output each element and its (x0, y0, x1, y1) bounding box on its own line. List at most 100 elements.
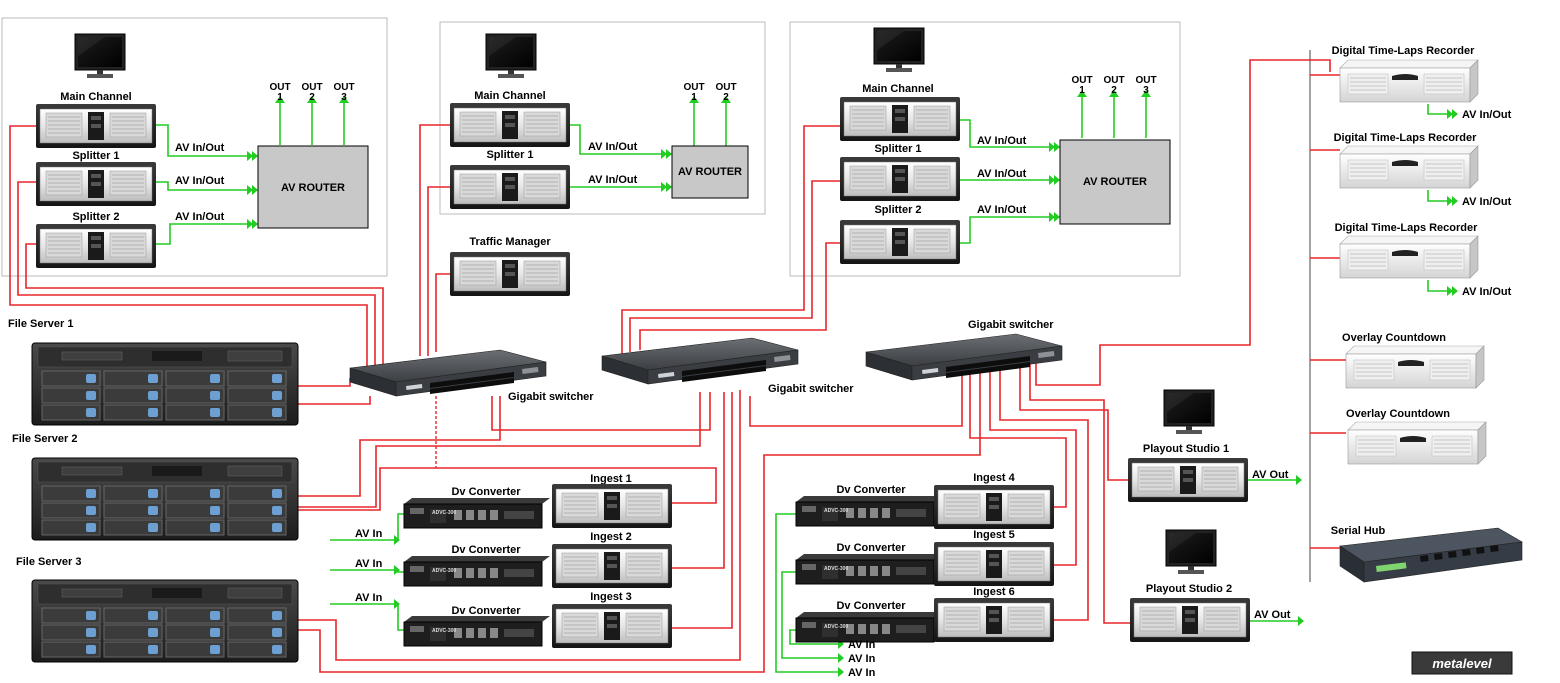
av-router-label: AV ROUTER (281, 182, 345, 194)
ingest-3-server[interactable] (551, 603, 673, 649)
recorder-1[interactable] (1339, 59, 1479, 103)
ingest-6-server[interactable] (933, 597, 1055, 643)
ingest-5-server[interactable] (933, 541, 1055, 587)
out-number: 2 (1111, 85, 1117, 96)
splitter-2-server[interactable] (35, 223, 157, 269)
dv-converter-6[interactable] (795, 611, 943, 643)
converter-badge: ADVC-300 (432, 628, 456, 634)
metalevel-logo: metalevel (1411, 651, 1513, 675)
file-server-1-label: File Server 1 (8, 318, 73, 330)
converter-badge: ADVC-300 (432, 568, 456, 574)
av-in-label: AV In (355, 528, 383, 540)
out-label: OUT (333, 82, 354, 93)
av-router-box[interactable] (257, 145, 369, 229)
main-channel-server[interactable] (35, 103, 157, 149)
converter-badge: ADVC-300 (432, 510, 456, 516)
dv-converter-label: Dv Converter (451, 486, 521, 498)
out-label: OUT (1135, 75, 1156, 86)
ingest-1-label: Ingest 1 (590, 473, 632, 485)
channel-group-1: Main Channel Splitter 1 Splitter 2 AV In… (35, 33, 369, 269)
av-link-label: AV In/Out (175, 211, 225, 223)
main-channel-server[interactable] (839, 96, 961, 142)
out-number: 3 (1143, 85, 1149, 96)
main-channel-server[interactable] (449, 102, 571, 148)
recorder-3-label: Digital Time-Laps Recorder (1335, 222, 1479, 234)
av-in-label: AV In (355, 558, 383, 570)
av-link-label: AV In/Out (588, 141, 638, 153)
channel-group-frame-3 (789, 21, 1181, 277)
av-cables (156, 96, 1452, 673)
file-server-3[interactable] (31, 579, 299, 663)
out-number: 1 (277, 92, 283, 103)
av-router-box[interactable] (671, 145, 749, 199)
converter-badge: ADVC-300 (824, 566, 848, 572)
splitter-1-label: Splitter 1 (874, 143, 921, 155)
dv-converter-label: Dv Converter (836, 600, 906, 612)
traffic-manager-server[interactable] (449, 251, 571, 297)
out-label: OUT (715, 82, 736, 93)
main-channel-label: Main Channel (862, 83, 934, 95)
channel-group-frame-1 (1, 17, 388, 277)
monitor-icon (1165, 529, 1217, 575)
overlay-countdown-1[interactable] (1345, 345, 1485, 389)
playout-studio-2-label: Playout Studio 2 (1146, 583, 1232, 595)
dv-converter-3[interactable] (403, 615, 551, 647)
recorder-io-label: AV In/Out (1462, 286, 1512, 298)
dv-converter-4[interactable] (795, 495, 943, 527)
splitter-1-server[interactable] (839, 156, 961, 202)
splitter-1-server[interactable] (449, 164, 571, 210)
splitter-2-server[interactable] (839, 219, 961, 265)
dv-converter-1[interactable] (403, 497, 551, 529)
ingest-5-label: Ingest 5 (973, 529, 1015, 541)
dv-converter-label: Dv Converter (451, 605, 521, 617)
out-number: 1 (691, 92, 697, 103)
av-link-label: AV In/Out (977, 204, 1027, 216)
serial-hub-device[interactable] (1339, 527, 1523, 583)
splitter-1-server[interactable] (35, 161, 157, 207)
monitor-icon (1163, 389, 1215, 435)
ingest-1-server[interactable] (551, 483, 673, 529)
overlay-1-label: Overlay Countdown (1342, 332, 1446, 344)
av-link-label: AV In/Out (977, 168, 1027, 180)
playout-studio-1-server[interactable] (1127, 457, 1249, 503)
av-router-label: AV ROUTER (678, 166, 742, 178)
out-label: OUT (269, 82, 290, 93)
av-in-label: AV In (848, 667, 876, 679)
file-server-1[interactable] (31, 342, 299, 426)
dv-converter-5[interactable] (795, 553, 943, 585)
gigabit-switch-1[interactable] (349, 349, 547, 397)
file-server-3-label: File Server 3 (16, 556, 81, 568)
dv-converter-label: Dv Converter (836, 484, 906, 496)
recorder-2[interactable] (1339, 145, 1479, 189)
gigabit-switch-3[interactable] (865, 333, 1063, 381)
logo-text: metalevel (1432, 656, 1492, 671)
recorder-3[interactable] (1339, 235, 1479, 279)
av-out-label: AV Out (1254, 609, 1291, 621)
gigabit-switch-3-label: Gigabit switcher (968, 319, 1054, 331)
file-server-2[interactable] (31, 457, 299, 541)
ingest-4-server[interactable] (933, 484, 1055, 530)
av-router-box[interactable] (1059, 139, 1171, 225)
channel-group-2: Main Channel Splitter 1 AV In/Out AV In/… (449, 33, 749, 210)
playout-studio-2-server[interactable] (1129, 597, 1251, 643)
monitor-icon (74, 33, 126, 79)
ingest-2-server[interactable] (551, 543, 673, 589)
recorder-2-label: Digital Time-Laps Recorder (1334, 132, 1478, 144)
overlay-countdown-2[interactable] (1347, 421, 1487, 465)
ingest-4-label: Ingest 4 (973, 472, 1015, 484)
av-link-label: AV In/Out (588, 174, 638, 186)
av-in-label: AV In (848, 653, 876, 665)
monitor-icon (873, 27, 925, 73)
ingest-6-label: Ingest 6 (973, 586, 1015, 598)
gigabit-switch-1-label: Gigabit switcher (508, 391, 594, 403)
dv-converter-label: Dv Converter (836, 542, 906, 554)
playout-studio-1-label: Playout Studio 1 (1143, 443, 1229, 455)
splitter-2-label: Splitter 2 (874, 204, 921, 216)
file-server-2-label: File Server 2 (12, 433, 77, 445)
network-cables (9, 59, 1346, 673)
dv-converter-2[interactable] (403, 555, 551, 587)
gigabit-switch-2[interactable] (601, 337, 799, 385)
out-label: OUT (683, 82, 704, 93)
serial-hub-label: Serial Hub (1331, 525, 1386, 537)
splitter-2-label: Splitter 2 (72, 211, 119, 223)
